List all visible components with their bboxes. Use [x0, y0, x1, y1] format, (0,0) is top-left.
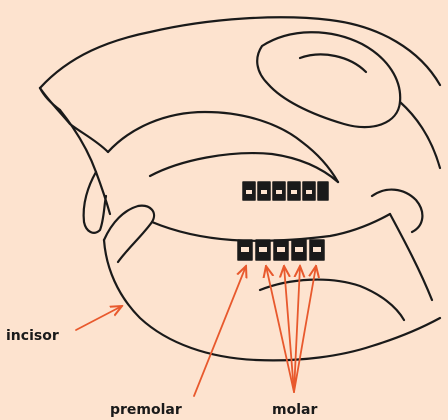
orbit-outline	[257, 32, 400, 127]
cranium-top-outline	[40, 17, 440, 88]
cranium	[40, 17, 440, 233]
mandible-upper-edge	[152, 214, 390, 241]
mandible	[104, 190, 440, 361]
snout-front	[40, 88, 60, 110]
incisor-label: incisor	[6, 328, 59, 344]
zygomatic-lower	[150, 153, 338, 182]
premolar-label: premolar	[110, 402, 182, 418]
upper-incisor	[84, 172, 106, 233]
molar-label: molar	[272, 402, 317, 418]
nasal-bone	[40, 88, 108, 152]
premolar-pointer	[194, 266, 246, 396]
orbit-inner	[300, 54, 366, 72]
upper-teeth	[243, 182, 328, 200]
cranium-back	[400, 102, 440, 168]
incisor-pointer	[76, 306, 122, 330]
zygomatic-arch	[108, 112, 338, 182]
mandible-outline	[104, 240, 440, 360]
ramus	[390, 214, 432, 300]
lower-teeth	[238, 240, 324, 260]
upper-tooth-6	[318, 182, 328, 200]
pointers	[76, 266, 316, 396]
mandible-inner-curve	[260, 280, 404, 320]
lower-incisor	[104, 206, 154, 262]
